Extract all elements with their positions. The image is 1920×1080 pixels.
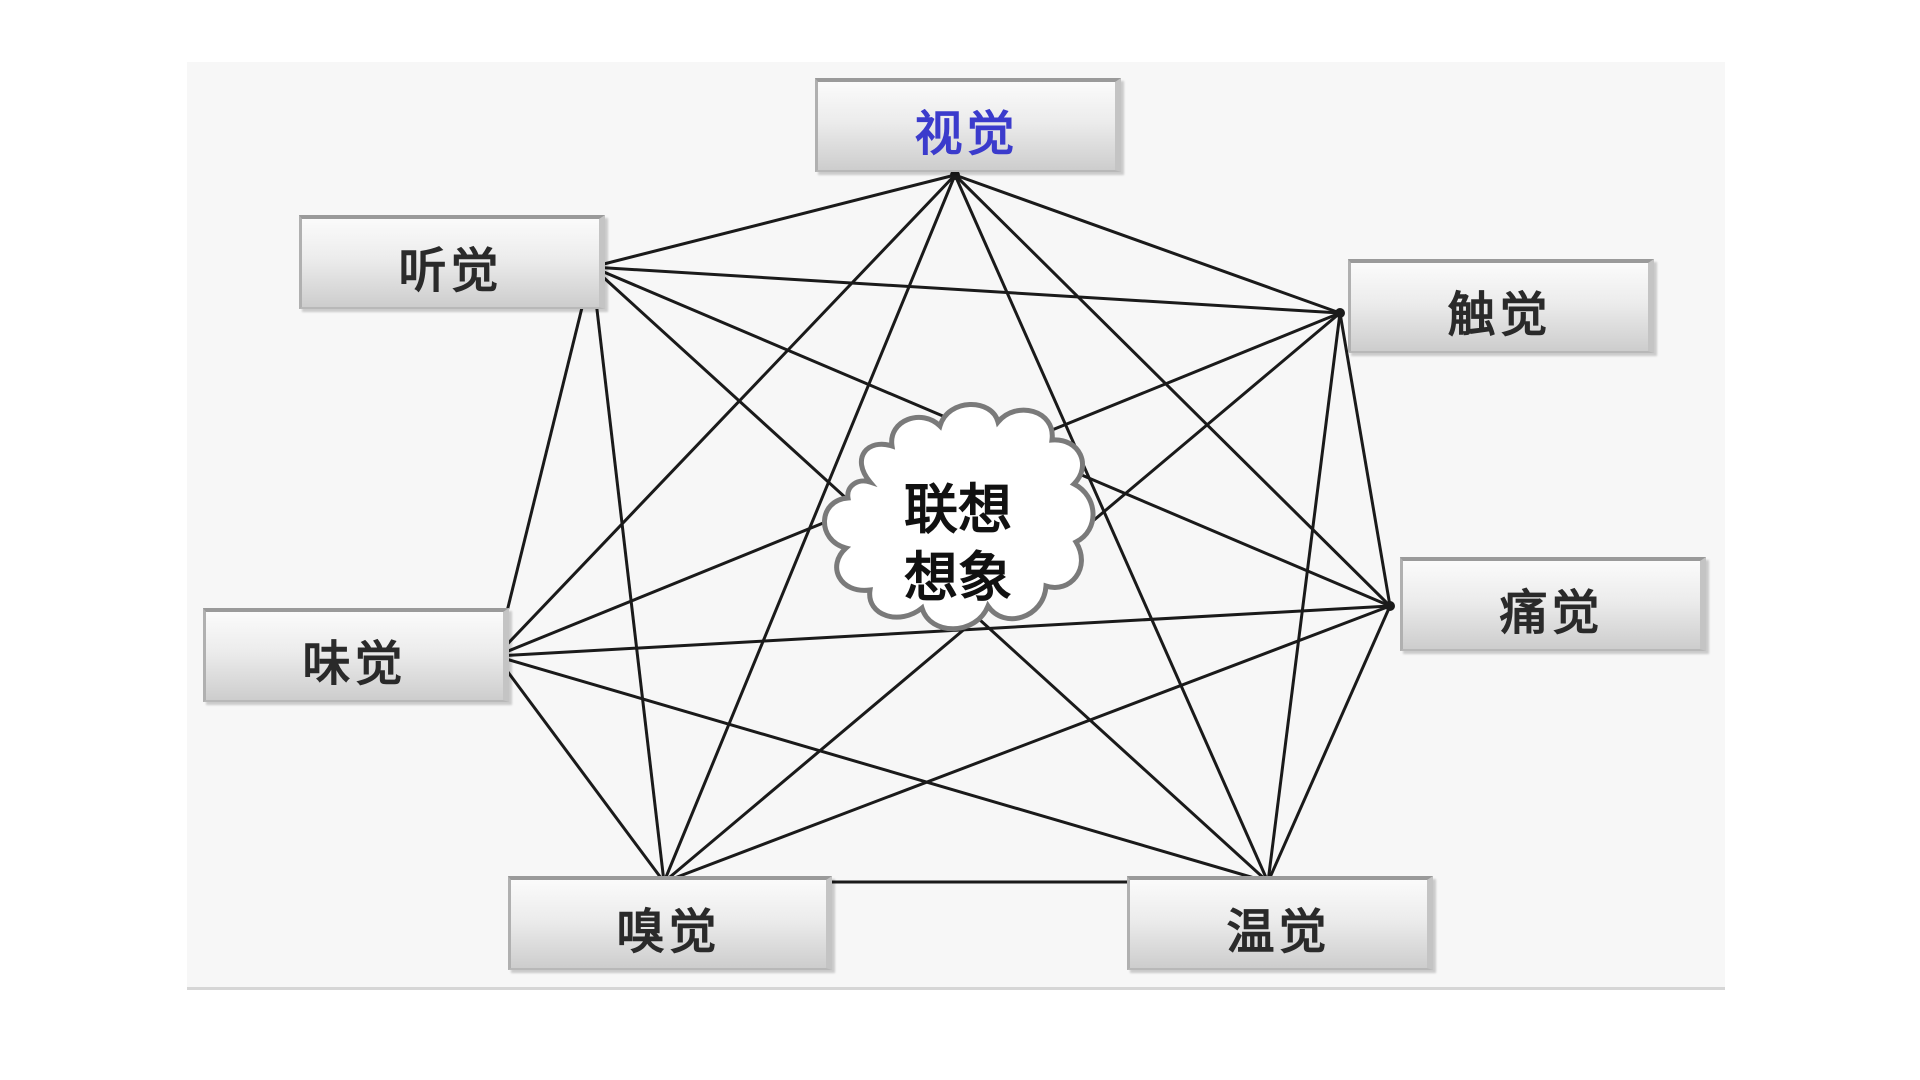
edge-vision-touch <box>954 173 1341 315</box>
edge-touch-temperature <box>1266 312 1342 883</box>
edge-pain-temperature <box>1266 605 1392 883</box>
node-smell-label: 嗅觉 <box>616 904 721 960</box>
bottom-rule <box>187 987 1725 990</box>
anchor-vision <box>950 170 960 180</box>
edge-hearing-taste <box>494 266 594 657</box>
edge-vision-taste <box>494 173 957 658</box>
edge-vision-pain <box>953 173 1392 608</box>
node-touch-label: 触觉 <box>1447 287 1552 343</box>
imagination-cloud <box>822 402 1096 632</box>
edge-taste-pain <box>495 604 1391 658</box>
edge-taste-temperature <box>495 654 1269 884</box>
node-hearing: 听觉 <box>299 215 605 309</box>
node-taste-label: 味觉 <box>302 636 407 692</box>
node-taste: 味觉 <box>203 608 509 702</box>
edge-hearing-smell <box>590 266 666 883</box>
center-label-line2: 想象 <box>904 546 1012 609</box>
edge-vision-hearing <box>591 173 956 269</box>
anchor-touch <box>1335 308 1345 318</box>
anchor-pain <box>1385 601 1395 611</box>
node-pain-label: 痛觉 <box>1499 585 1604 641</box>
center-label-line1: 联想 <box>904 478 1012 541</box>
node-smell: 嗅觉 <box>508 876 832 970</box>
edge-pain-smell <box>663 604 1391 884</box>
node-hearing-label: 听觉 <box>398 243 503 299</box>
center-label: 联想 想象 <box>858 476 1058 612</box>
edge-taste-smell <box>494 655 666 883</box>
node-pain: 痛觉 <box>1400 557 1706 651</box>
node-touch: 触觉 <box>1348 259 1654 353</box>
node-temperature: 温觉 <box>1127 876 1433 970</box>
edge-hearing-touch <box>591 265 1341 315</box>
node-vision: 视觉 <box>815 78 1121 172</box>
node-vision-label: 视觉 <box>914 106 1019 162</box>
node-temperature-label: 温觉 <box>1226 904 1331 960</box>
edge-touch-pain <box>1338 312 1392 607</box>
